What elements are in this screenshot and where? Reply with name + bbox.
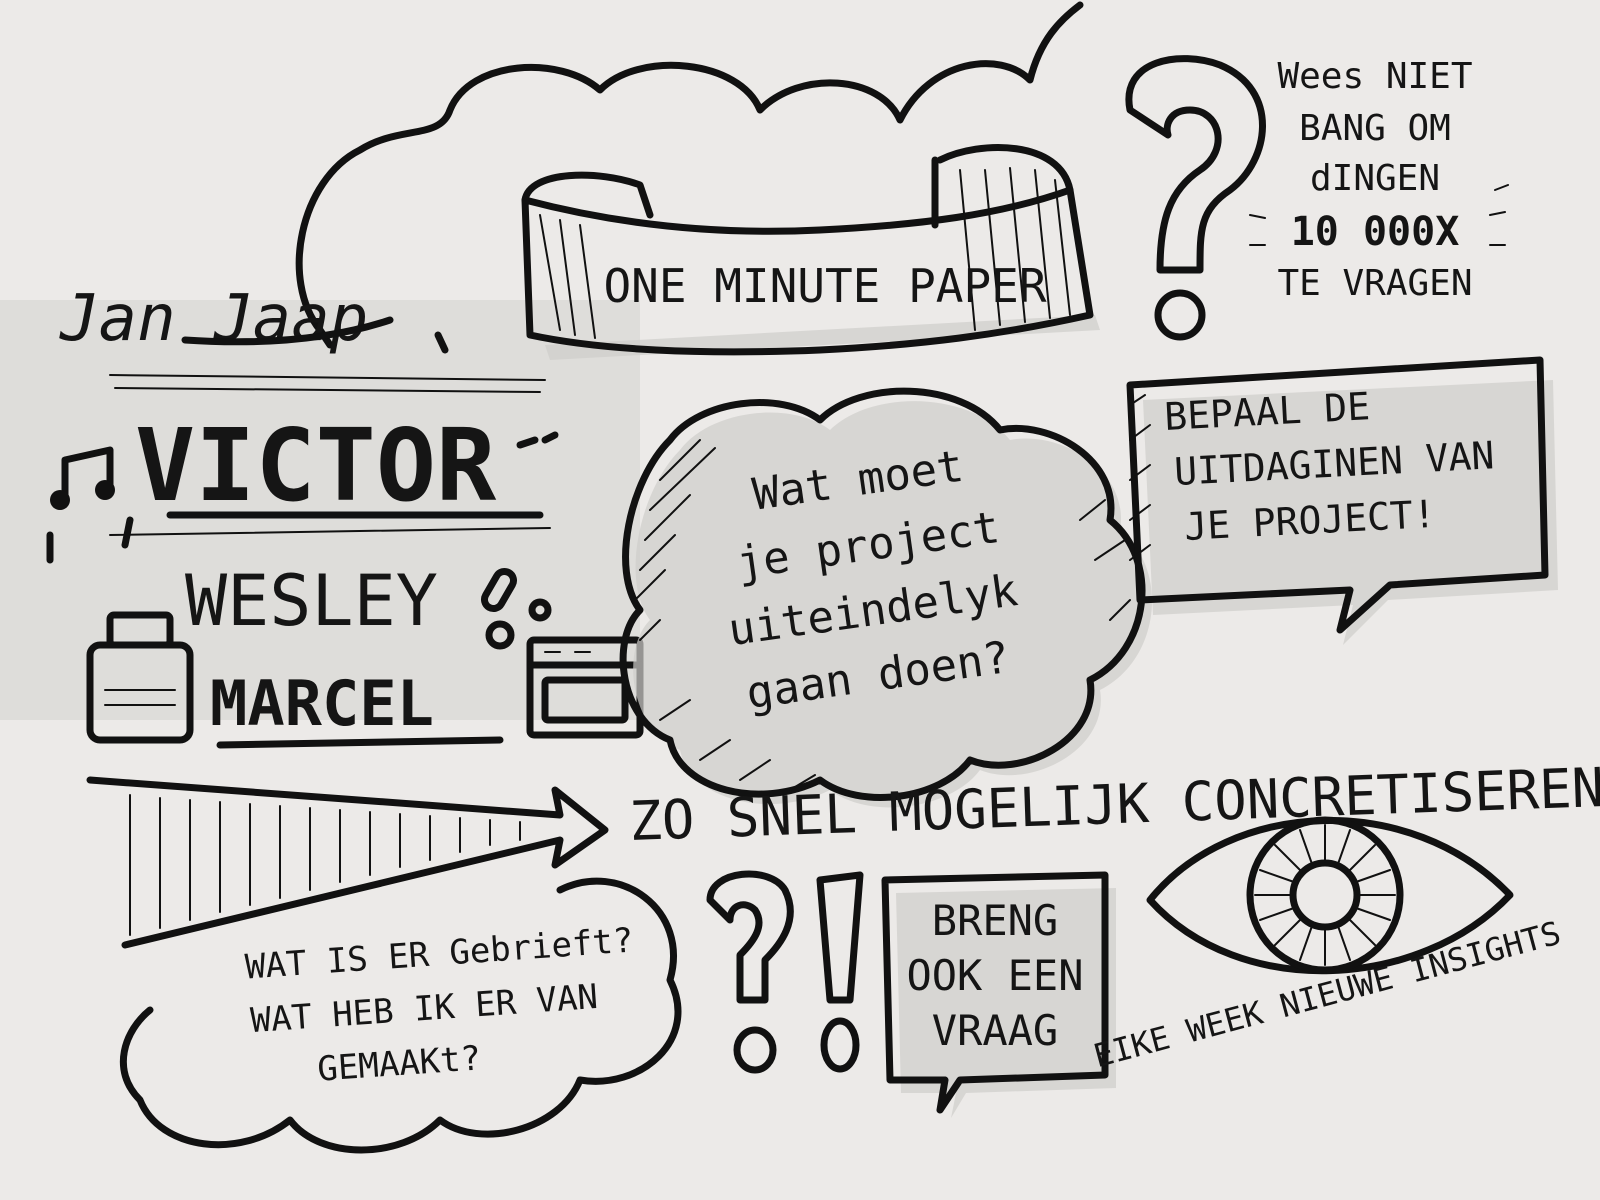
jar-icon xyxy=(86,611,194,744)
name-wesley: WESLEY xyxy=(185,560,438,642)
question-exclamation-icon xyxy=(706,870,864,1074)
bottom-cloud-line-3: GEMAAKt? xyxy=(316,1038,482,1089)
challenge-text: BEPAAL DE UITDAGINEN VAN JE PROJECT! xyxy=(1163,384,1495,549)
eye-caption: EIKE WEEK NIEUWE INSIGHTS xyxy=(1090,914,1565,1075)
bottom-cloud-text: WAT IS ER Gebrieft? WAT HEB IK ER VAN GE… xyxy=(244,921,635,1090)
bring-question-bubble xyxy=(881,871,1116,1118)
thought-cloud-bottom xyxy=(119,877,682,1154)
question-note: Wees NIET BANG OM dINGEN 10 000X TE VRAG… xyxy=(1249,56,1509,304)
music-notes-icon xyxy=(46,331,559,564)
question-note-line-1: Wees NIET xyxy=(1277,56,1472,97)
question-mark-icon xyxy=(1125,55,1266,341)
pills-icon xyxy=(481,567,552,650)
thought-cloud-middle xyxy=(619,387,1153,808)
bring-question-line-1: BRENG xyxy=(932,896,1058,945)
bottom-cloud-line-2: WAT HEB IK ER VAN xyxy=(249,977,599,1041)
name-marcel: MARCEL xyxy=(210,667,434,740)
question-note-line-3: dINGEN xyxy=(1310,158,1440,199)
names-block: Jan Jaap VICTOR WESLEY MARCEL xyxy=(59,282,551,749)
bring-question-line-2: OOK EEN xyxy=(906,951,1083,1000)
question-note-line-2: BANG OM xyxy=(1299,108,1451,149)
challenge-line-1: BEPAAL DE xyxy=(1163,384,1371,439)
bring-question-text: BRENG OOK EEN VRAAG xyxy=(906,896,1083,1055)
challenge-speech-bubble xyxy=(1126,356,1558,645)
arrow-icon xyxy=(86,776,609,949)
name-victor: VICTOR xyxy=(135,407,497,524)
question-note-line-5: TE VRAGEN xyxy=(1277,263,1472,304)
bring-question-line-3: VRAAG xyxy=(932,1006,1058,1055)
eye-icon xyxy=(1146,816,1514,975)
banner-title: ONE MINUTE PAPER xyxy=(603,259,1046,313)
question-note-line-4: 10 000X xyxy=(1291,209,1460,255)
banner-ribbon xyxy=(521,144,1100,360)
